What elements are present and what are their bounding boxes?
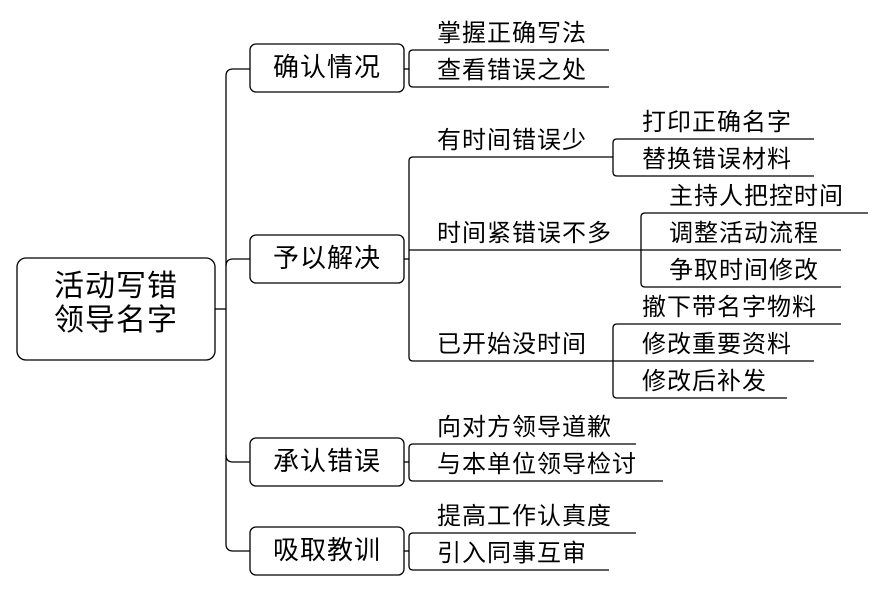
sub-1-bracket	[612, 138, 814, 177]
branch-box-1	[249, 43, 405, 93]
leaf-node[interactable]: 替换错误材料	[642, 145, 792, 173]
leaf-node[interactable]: 修改后补发	[642, 367, 767, 395]
leaf-node[interactable]: 主持人把控时间	[669, 182, 844, 210]
branch-1-bracket	[408, 49, 609, 88]
leaf-node[interactable]: 与本单位领导检讨	[437, 450, 637, 478]
sub-node[interactable]: 时间紧错误不多	[437, 219, 612, 247]
leaf-node[interactable]: 向对方领导道歉	[437, 413, 612, 441]
branch-node-resolve[interactable]: 予以解决	[272, 244, 381, 274]
branch-node-admit[interactable]: 承认错误	[272, 447, 381, 477]
leaf-node[interactable]: 查看错误之处	[437, 56, 587, 84]
leaf-node[interactable]: 打印正确名字	[642, 108, 792, 136]
leaf-node[interactable]: 引入同事互审	[437, 539, 587, 567]
root-line-2: 领导名字	[54, 303, 178, 338]
branch-3-bracket	[408, 443, 663, 482]
root-node[interactable]: 活动写错 领导名字	[17, 270, 215, 338]
leaf-node[interactable]: 调整活动流程	[669, 219, 819, 247]
trunk-link-2	[225, 258, 250, 267]
main-trunk	[225, 68, 250, 552]
sub-node[interactable]: 有时间错误少	[437, 126, 587, 154]
root-line-1: 活动写错	[54, 269, 178, 304]
leaf-node[interactable]: 修改重要资料	[642, 330, 792, 358]
leaf-node[interactable]: 掌握正确写法	[437, 19, 587, 47]
leaf-node[interactable]: 提高工作认真度	[437, 502, 612, 530]
sub-node[interactable]: 已开始没时间	[437, 330, 587, 358]
branch-node-confirm[interactable]: 确认情况	[272, 53, 381, 83]
trunk-link-3	[225, 454, 250, 463]
branch-4-bracket	[408, 532, 636, 571]
branch-node-learn[interactable]: 吸取教训	[272, 536, 381, 566]
leaf-node[interactable]: 争取时间修改	[669, 256, 819, 284]
branch-2-bracket	[408, 156, 613, 362]
leaf-node[interactable]: 撤下带名字物料	[642, 293, 817, 321]
